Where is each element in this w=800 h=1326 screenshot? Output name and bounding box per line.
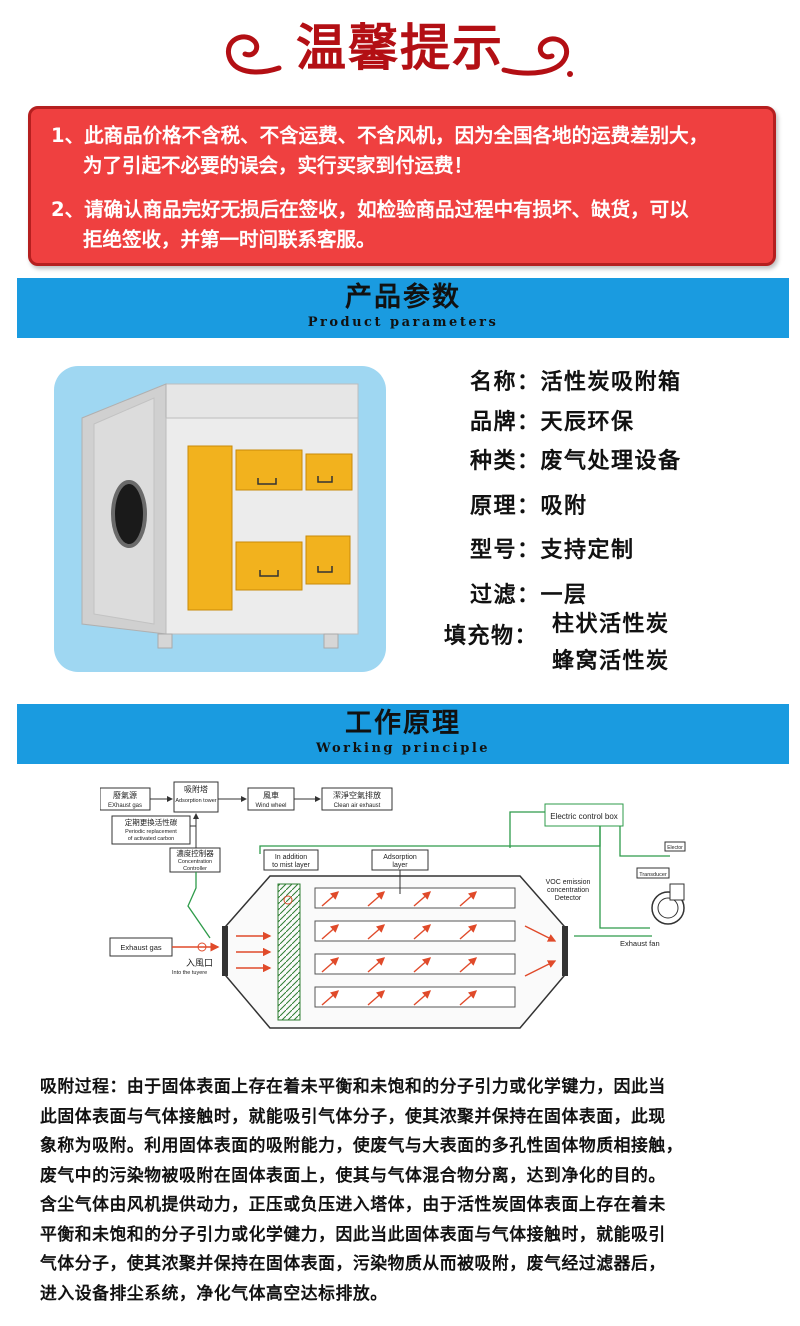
adsorption-line2: layer bbox=[392, 862, 408, 869]
spec-key: 型号： bbox=[470, 538, 541, 563]
description-line-5: 含尘气体由风机提供动力，正压或负压进入塔体，由于活性炭固体表面上存在着未 bbox=[40, 1194, 666, 1214]
motor-label: Elector bbox=[667, 845, 683, 851]
spec-row-brand: 品牌：天辰环保 bbox=[470, 404, 635, 436]
spec-key: 名称： bbox=[470, 370, 541, 395]
transducer-label: Transducer bbox=[639, 872, 667, 878]
description-line-8: 进入设备排尘系统，净化气体高空达标排放。 bbox=[40, 1282, 388, 1303]
product-image-card bbox=[54, 366, 386, 672]
description-line-3: 象称为吸附。利用固体表面的吸附能力，使废气与大表面的多孔性固体物质相接触， bbox=[40, 1135, 684, 1155]
notice-item-1: 1、此商品价格不含税、不含运费、不含风机，因为全国各地的运费差别大， 为了引起不… bbox=[51, 121, 757, 181]
spec-row-name: 名称：活性炭吸附箱 bbox=[470, 364, 682, 396]
spec-row-filter: 过滤：一层 bbox=[470, 577, 588, 609]
working-principle-subtitle: Working principle bbox=[315, 741, 491, 756]
flow-box-wind-cn: 風車 bbox=[263, 790, 279, 800]
flow-box-clean bbox=[321, 787, 393, 811]
periodic-box bbox=[111, 815, 191, 845]
spec-row-principle: 原理：吸附 bbox=[470, 488, 588, 520]
spec-key: 填充物： bbox=[444, 624, 539, 649]
adsorption-tray-4 bbox=[314, 986, 516, 1008]
spec-value: 废气处理设备 bbox=[540, 449, 682, 474]
periodic-en2: of activated carbon bbox=[128, 836, 174, 842]
electric-control-box bbox=[544, 803, 624, 827]
right-flourish-icon bbox=[501, 36, 573, 77]
controller-box bbox=[169, 847, 221, 873]
spec-key: 原理： bbox=[470, 494, 541, 519]
product-image bbox=[81, 383, 359, 649]
exhaust-fan-label: Exhaust fan bbox=[620, 939, 660, 948]
flow-box-exhaust-cn: 廢氣源 bbox=[113, 790, 137, 800]
spec-row-filler-value2: 蜂窝活性炭 bbox=[552, 643, 670, 675]
flow-box-tower-en: Adsorption tower bbox=[175, 798, 216, 804]
voc-line2: concentration bbox=[547, 887, 589, 894]
notice-item-1-line2: 为了引起不必要的误会，实行买家到付运费！ bbox=[83, 154, 474, 177]
notice-item-2-line2: 拒绝签收，并第一时间联系客服。 bbox=[83, 228, 376, 251]
spec-value: 活性炭吸附箱 bbox=[540, 370, 682, 395]
description-line-6: 平衡和未饱和的分子引力或化学健力，因此当此固体表面与气体接触时，就能吸引 bbox=[40, 1223, 666, 1244]
spec-row-filler-key: 填充物： bbox=[444, 618, 538, 650]
flow-box-tower-cn: 吸附塔 bbox=[184, 784, 208, 794]
transducer-box bbox=[636, 867, 670, 879]
flow-box-tower bbox=[173, 781, 219, 813]
process-description: 吸附过程：由于固体表面上存在着未平衡和未饱和的分子引力或化学键力，因此当 此固体… bbox=[40, 1072, 770, 1308]
mist-line1: In addition bbox=[275, 854, 307, 861]
flow-box-clean-en: Clean air exhaust bbox=[334, 803, 381, 809]
controller-en1: Concentration bbox=[178, 859, 212, 865]
adsorption-tray-3 bbox=[314, 953, 516, 975]
spec-row-filler-value1: 柱状活性炭 bbox=[552, 606, 670, 638]
left-flourish-icon bbox=[225, 34, 282, 75]
spec-value: 吸附 bbox=[540, 494, 588, 519]
flow-box-wind-en: Wind wheel bbox=[255, 803, 286, 809]
exhaust-gas-label: Exhaust gas bbox=[120, 943, 162, 952]
mist-layer bbox=[277, 883, 301, 1021]
motor-box bbox=[664, 841, 686, 852]
spec-value: 天辰环保 bbox=[540, 410, 635, 435]
periodic-cn: 定期更換活性碳 bbox=[125, 817, 178, 827]
mist-line2: to mist layer bbox=[272, 862, 310, 869]
working-principle-title: 工作原理 bbox=[345, 708, 461, 739]
spec-key: 种类： bbox=[470, 449, 541, 474]
controller-cn: 濃度控制器 bbox=[176, 848, 214, 858]
spec-value: 蜂窝活性炭 bbox=[552, 649, 670, 674]
controller-en2: Controller bbox=[183, 866, 207, 872]
spec-value: 一层 bbox=[540, 583, 588, 608]
flow-chart: 廢氣源 EXhaust gas 吸附塔 Adsorption tower 風車 … bbox=[100, 781, 393, 873]
notice-item-2: 2、请确认商品完好无损后在签收，如检验商品过程中有损坏、缺货，可以 拒绝签收，并… bbox=[51, 195, 757, 255]
description-line-4: 废气中的污染物被吸附在固体表面上，使其与气体混合物分离，达到净化的目的。 bbox=[40, 1164, 666, 1185]
mist-callout bbox=[263, 849, 319, 871]
spec-row-model: 型号：支持定制 bbox=[470, 532, 635, 564]
spec-key: 过滤： bbox=[470, 583, 541, 608]
description-line-1: 吸附过程：由于固体表面上存在着未平衡和未饱和的分子引力或化学键力，因此当 bbox=[40, 1076, 666, 1096]
spec-value: 支持定制 bbox=[540, 538, 635, 563]
working-principle-diagram: 廢氣源 EXhaust gas 吸附塔 Adsorption tower 風車 … bbox=[100, 781, 686, 1029]
voc-line1: VOC emission bbox=[546, 879, 591, 886]
spec-value: 柱状活性炭 bbox=[552, 612, 670, 637]
adsorption-tray-1 bbox=[314, 887, 516, 909]
page-title: 温馨提示 bbox=[0, 4, 800, 94]
inlet-en: Into the tuyere bbox=[172, 970, 207, 976]
product-params-banner: 产品参数 Product parameters bbox=[17, 278, 789, 338]
periodic-en1: Periodic replacement bbox=[125, 829, 177, 835]
page-title-text: 温馨提示 bbox=[296, 18, 504, 77]
adsorption-tray-2 bbox=[314, 920, 516, 942]
flow-box-exhaust-en: EXhaust gas bbox=[108, 803, 142, 809]
notice-item-1-line1: 1、此商品价格不含税、不含运费、不含风机，因为全国各地的运费差别大， bbox=[51, 124, 709, 147]
flow-box-clean-cn: 潔淨空氣排放 bbox=[333, 790, 381, 800]
spec-key: 品牌： bbox=[470, 410, 541, 435]
spec-row-type: 种类：废气处理设备 bbox=[470, 443, 682, 475]
description-line-7: 气体分子，使其浓聚并保持在固体表面，污染物质从而被吸附，废气经过滤器后， bbox=[40, 1253, 666, 1273]
electric-label: Electric control box bbox=[550, 812, 618, 821]
product-params-subtitle: Product parameters bbox=[307, 315, 499, 330]
voc-line3: Detector bbox=[555, 895, 582, 902]
working-principle-banner: 工作原理 Working principle bbox=[17, 704, 789, 764]
notice-item-2-line1: 2、请确认商品完好无损后在签收，如检验商品过程中有损坏、缺货，可以 bbox=[51, 198, 689, 221]
inlet-cn: 入風口 bbox=[186, 958, 213, 968]
adsorption-line1: Adsorption bbox=[383, 854, 417, 861]
description-line-2: 此固体表面与气体接触时，就能吸引气体分子，使其浓聚并保持在固体表面，此现 bbox=[40, 1105, 666, 1126]
product-params-title: 产品参数 bbox=[345, 282, 461, 313]
notice-box: 1、此商品价格不含税、不含运费、不含风机，因为全国各地的运费差别大， 为了引起不… bbox=[28, 106, 776, 266]
